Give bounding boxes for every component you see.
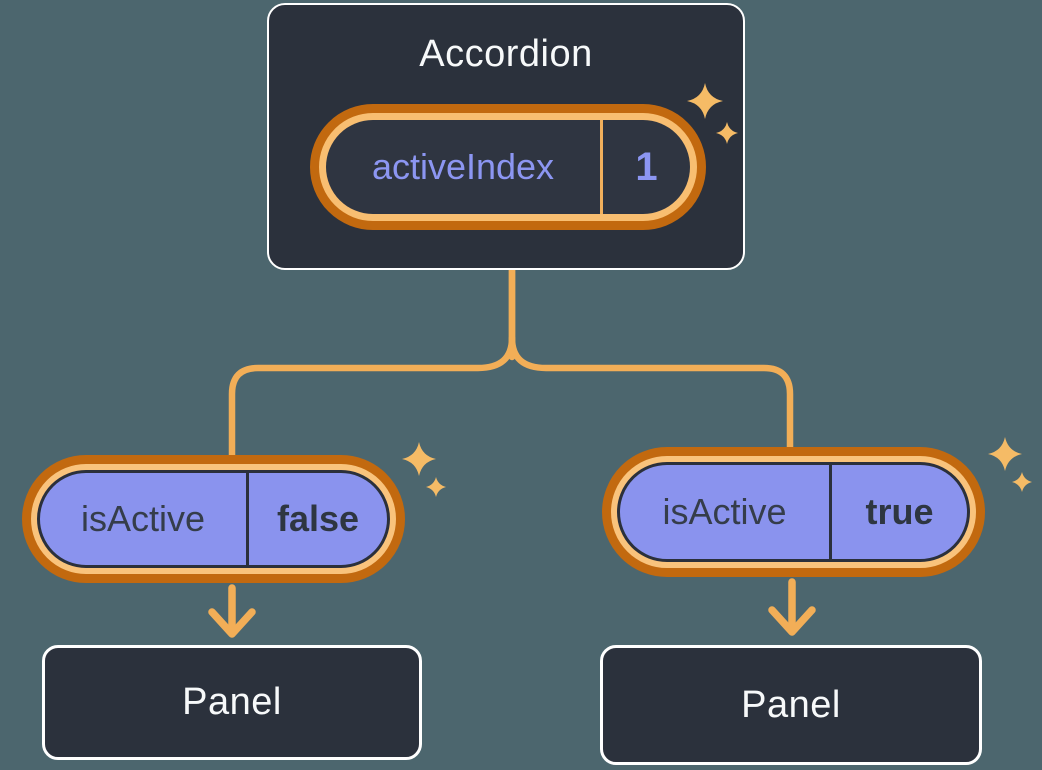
state-pill-body: isActive true [617,462,970,562]
state-value-cell: true [832,465,967,559]
state-pill-body: activeIndex 1 [326,120,690,214]
state-pill-isactive-false: isActive false [22,455,405,583]
state-pill-isactive-true: isActive true [602,447,985,577]
connector-root-to-left-child [228,262,516,462]
state-name: activeIndex [371,146,555,187]
state-pill-body: isActive false [37,470,390,568]
state-name: isActive [662,491,787,532]
connector-root-to-right-child [508,262,794,454]
state-value: true [865,491,934,532]
state-name-cell: activeIndex [326,120,600,214]
state-name: isActive [80,498,206,539]
panel-label: Panel [182,681,282,723]
state-value-cell: false [249,473,387,565]
panel-box-left: Panel [42,645,422,760]
panel-label: Panel [741,683,841,726]
state-name-cell: isActive [40,473,246,565]
state-pill-activeindex: activeIndex 1 [310,104,706,230]
state-value: 1 [635,144,658,189]
accordion-title: Accordion [419,33,593,75]
arrow-down-icon [768,578,816,636]
state-value-cell: 1 [603,120,690,214]
arrow-down-icon [208,584,256,638]
state-name-cell: isActive [620,465,829,559]
pill-divider [829,465,832,559]
pill-divider [246,473,249,565]
state-value: false [276,498,360,539]
pill-divider [600,120,603,214]
panel-box-right: Panel [600,645,982,765]
